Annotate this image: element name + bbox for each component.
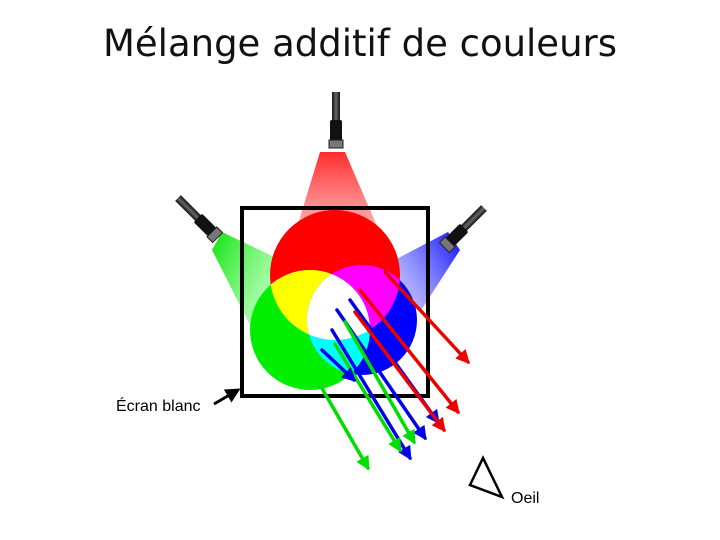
red-ray <box>353 310 446 433</box>
green-ray <box>343 320 416 445</box>
blue-ray <box>330 328 412 461</box>
blue-beam <box>385 232 460 312</box>
screen-pointer-arrow <box>213 388 241 406</box>
white-screen <box>240 206 430 398</box>
red-ray <box>383 270 470 365</box>
screen-label: Écran blanc <box>116 398 201 415</box>
flashlight-blue-icon <box>438 205 487 254</box>
blue-ray <box>320 348 357 382</box>
green-ray <box>318 383 370 471</box>
red-ray <box>358 288 460 415</box>
page-title: Mélange additif de couleurs <box>102 22 618 65</box>
eye-label: Oeil <box>511 490 540 507</box>
flashlight-red-icon <box>328 92 344 149</box>
green-ray <box>333 342 402 453</box>
green-beam <box>212 232 285 335</box>
eye-icon <box>468 455 505 500</box>
flashlight-green-icon <box>175 195 224 244</box>
